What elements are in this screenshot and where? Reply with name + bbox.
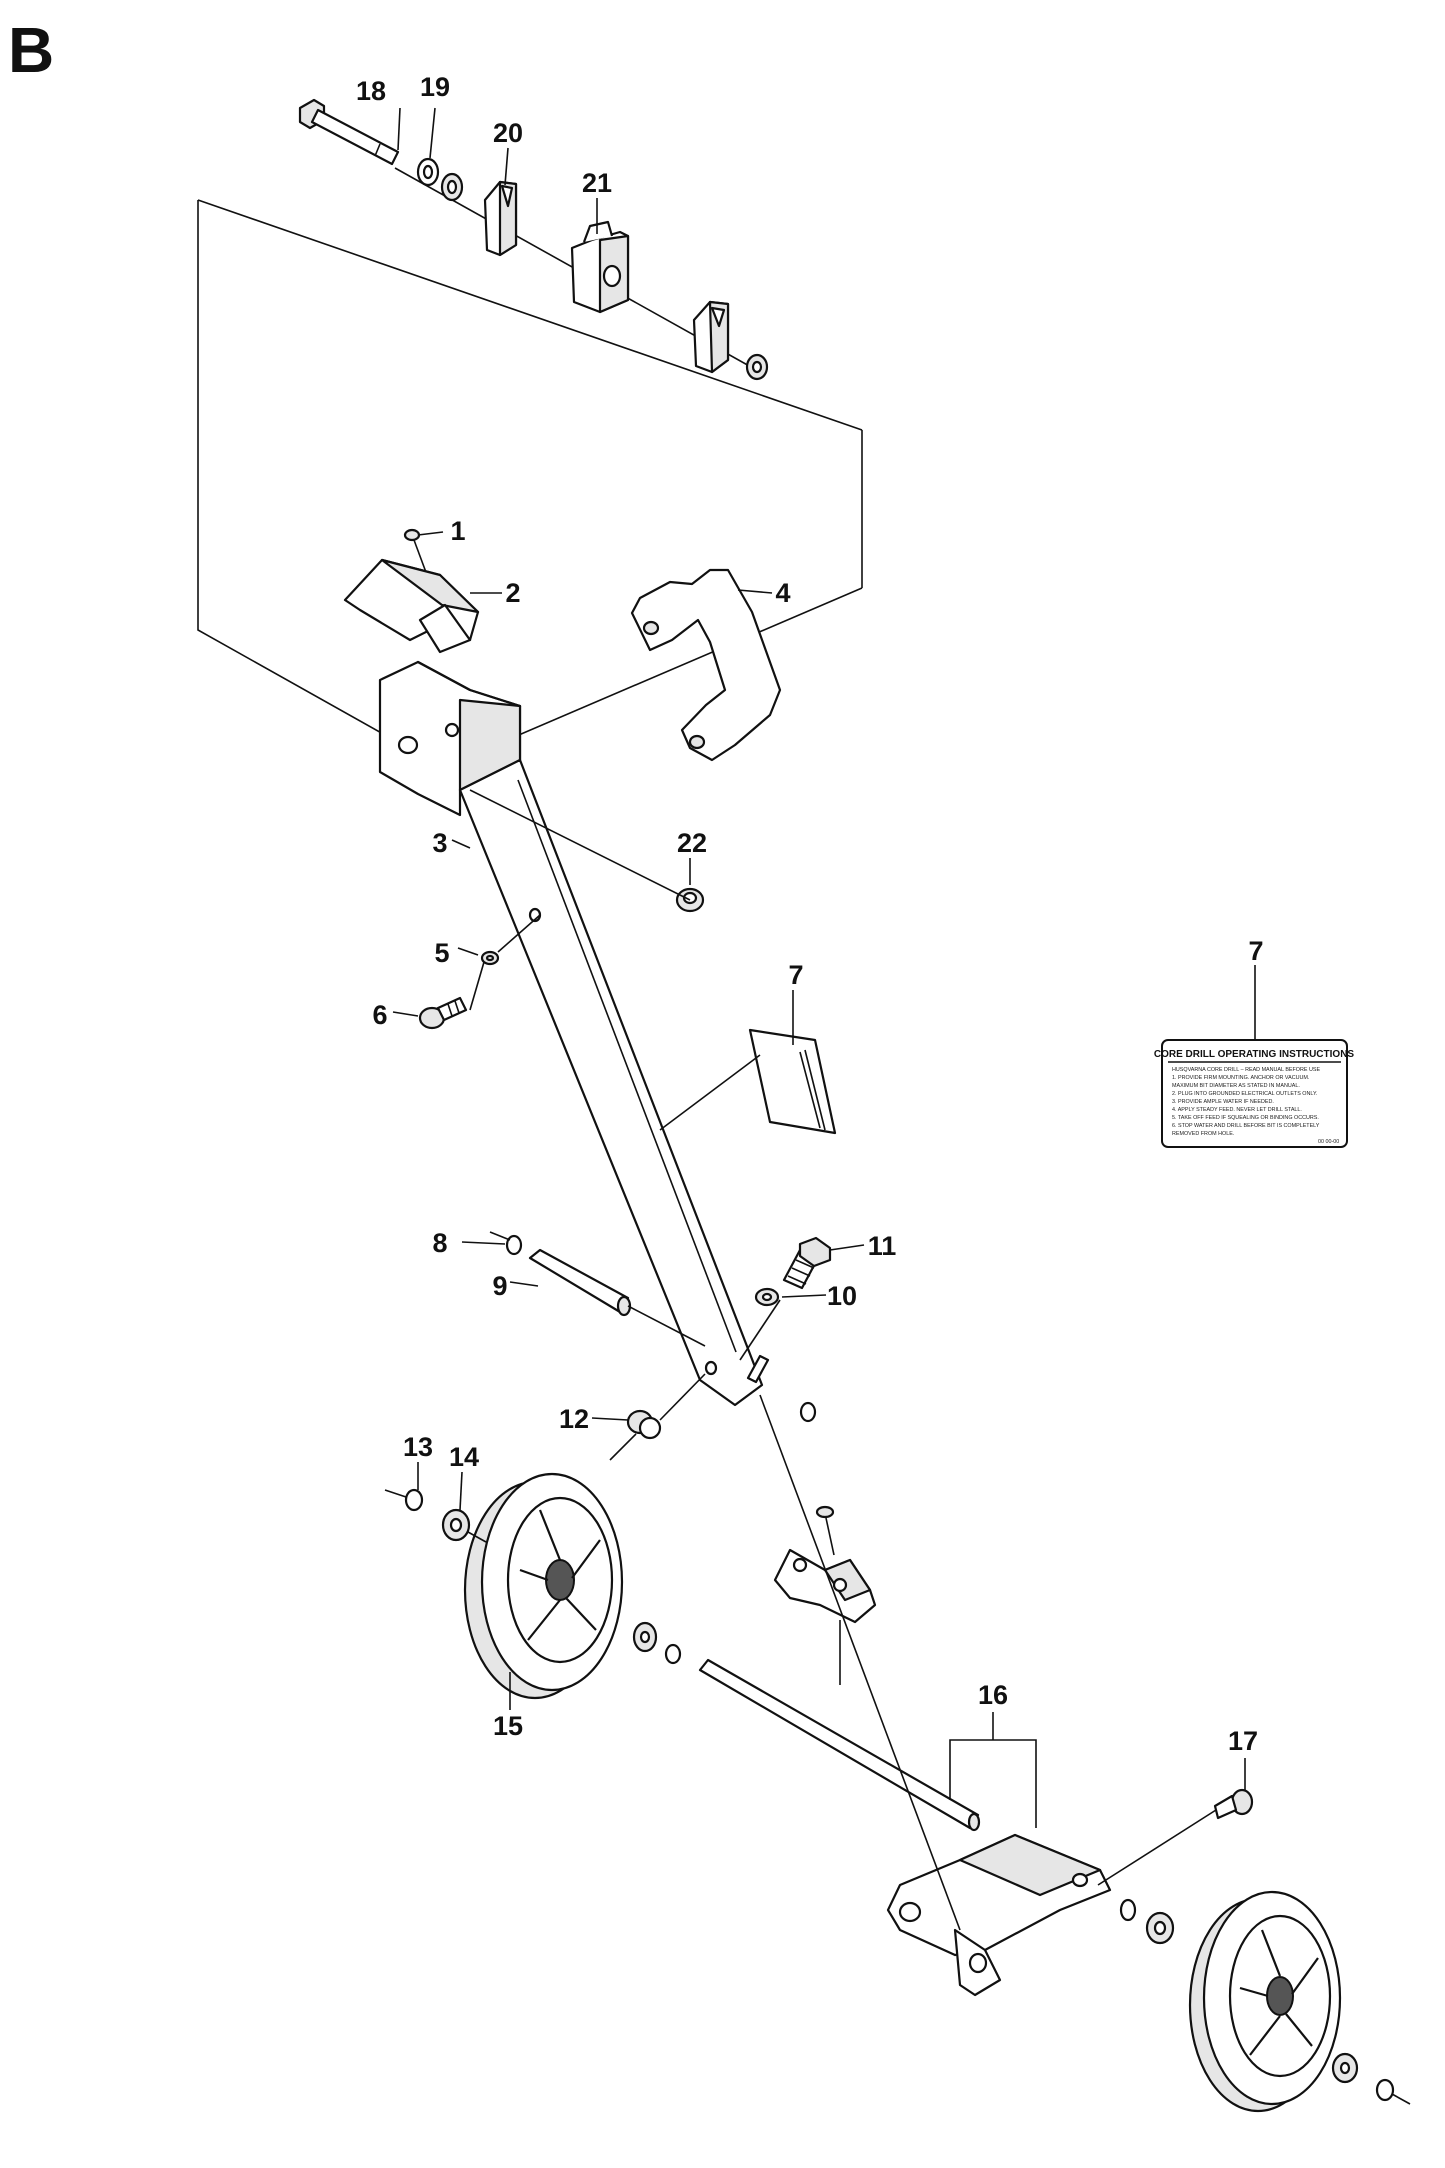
callout-6: 6 — [372, 1000, 387, 1030]
decal-line: MAXIMUM BIT DIAMETER AS STATED IN MANUAL… — [1172, 1083, 1300, 1089]
part-9-pin — [528, 1248, 632, 1317]
callout-9: 9 — [492, 1271, 507, 1301]
axle — [698, 1658, 981, 1832]
callout-17: 17 — [1228, 1726, 1258, 1756]
callout-7-detail: 7 — [1248, 936, 1263, 966]
part-16-base-frame — [886, 1833, 1112, 1997]
part-21-clamp — [570, 220, 630, 314]
callout-leaders — [392, 107, 1256, 1828]
section-letter: B — [8, 14, 54, 86]
callout-2: 2 — [505, 578, 520, 608]
callout-1: 1 — [450, 516, 465, 546]
decal-line: REMOVED FROM HOLE. — [1172, 1131, 1234, 1137]
callout-15: 15 — [493, 1711, 523, 1741]
part-14-washer — [441, 1508, 471, 1542]
axle-washer-left — [632, 1621, 682, 1665]
part-20-clamp-block — [483, 180, 518, 257]
part-15-wheel — [463, 1472, 624, 1700]
hinge-bracket — [773, 1505, 877, 1685]
decal-code: 00 00-00 — [1318, 1139, 1339, 1145]
callout-8: 8 — [432, 1228, 447, 1258]
assembly-center-lines — [384, 789, 1411, 2105]
part-2-cover-bracket — [343, 558, 480, 654]
clamp-nut — [745, 353, 769, 381]
part-18-long-bolt — [298, 98, 400, 166]
decal-line: 4. APPLY STEADY FEED. NEVER LET DRILL ST… — [1172, 1107, 1302, 1113]
callout-14: 14 — [449, 1442, 479, 1472]
right-wheel — [1188, 1890, 1342, 2113]
callout-16: 16 — [978, 1680, 1008, 1710]
callout-21: 21 — [582, 168, 612, 198]
part-7-decal-applied — [748, 1028, 837, 1135]
decal-line: 5. TAKE OFF FEED IF SQUEALING OR BINDING… — [1172, 1115, 1319, 1121]
callout-12: 12 — [559, 1404, 589, 1434]
right-wheel-washer-ring — [1331, 2052, 1395, 2102]
part-10-washer — [754, 1287, 780, 1307]
callout-5: 5 — [434, 938, 449, 968]
axle-washer-right — [1119, 1898, 1175, 1945]
callout-13: 13 — [403, 1432, 433, 1462]
part-11-bolt — [782, 1236, 832, 1290]
callout-11: 11 — [868, 1231, 897, 1261]
decal-line: 1. PROVIDE FIRM MOUNTING. ANCHOR OR VACU… — [1172, 1075, 1309, 1081]
part-17-screw — [1213, 1788, 1254, 1820]
callout-7-decal: 7 — [788, 960, 803, 990]
part-8-retaining-ring — [505, 1234, 523, 1256]
decal-line: 3. PROVIDE AMPLE WATER IF NEEDED. — [1172, 1099, 1274, 1105]
tube-bottom-rings — [746, 1354, 817, 1423]
callout-labels: 18 19 20 21 1 2 4 3 22 5 6 7 7 8 9 10 11… — [356, 72, 1264, 1756]
part-6-screw — [418, 996, 468, 1030]
callout-3: 3 — [432, 828, 447, 858]
callout-4: 4 — [775, 578, 790, 608]
part-4-handle — [630, 568, 782, 762]
decal-line: HUSQVARNA CORE DRILL – READ MANUAL BEFOR… — [1172, 1067, 1320, 1073]
decal-line: 6. STOP WATER AND DRILL BEFORE BIT IS CO… — [1172, 1123, 1320, 1129]
decal-title: CORE DRILL OPERATING INSTRUCTIONS — [1154, 1049, 1355, 1060]
callout-19: 19 — [420, 72, 450, 102]
part-13-retaining-ring — [404, 1488, 424, 1512]
part-19-washers — [416, 157, 464, 202]
part-3-main-column — [378, 660, 764, 1407]
part-12-bushing — [626, 1409, 662, 1440]
callout-10: 10 — [827, 1281, 857, 1311]
callout-18: 18 — [356, 76, 386, 106]
decal-line: 2. PLUG INTO GROUNDED ELECTRICAL OUTLETS… — [1172, 1091, 1317, 1097]
part-5-washer — [480, 950, 500, 966]
decal-instructions-panel: CORE DRILL OPERATING INSTRUCTIONS HUSQVA… — [1154, 1039, 1355, 1148]
callout-22: 22 — [677, 828, 707, 858]
callout-20: 20 — [493, 118, 523, 148]
clamp-block-right — [692, 300, 730, 374]
